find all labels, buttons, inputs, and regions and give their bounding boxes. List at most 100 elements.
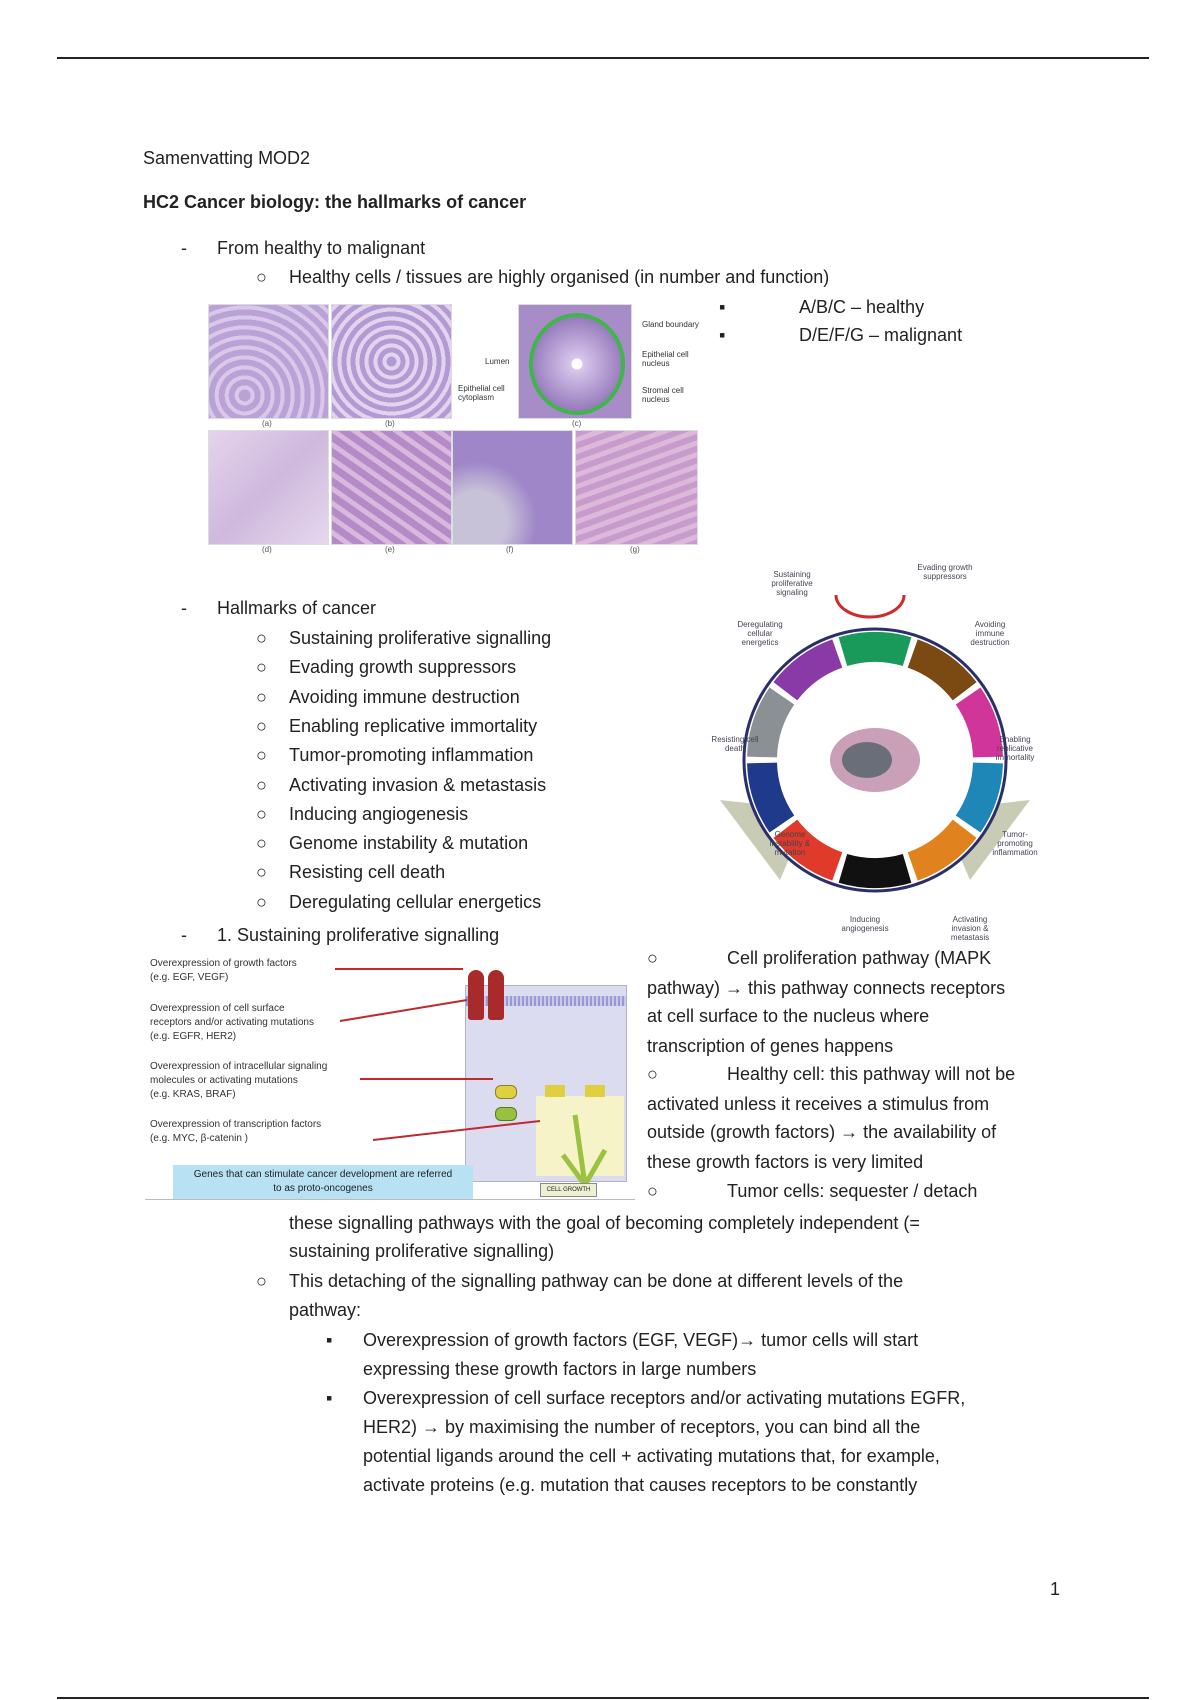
circle-bullet: ○ xyxy=(256,1271,267,1291)
histology-panel-a xyxy=(208,304,329,419)
histology-panel-e xyxy=(331,430,452,545)
caption-a: (a) xyxy=(262,419,272,428)
caption-d: (d) xyxy=(262,545,272,554)
wheel-label: Activating invasion & metastasis xyxy=(950,915,990,942)
hallmark-segment xyxy=(838,853,912,888)
hallmark-item: Inducing angiogenesis xyxy=(289,803,469,824)
square-bullet: ▪ xyxy=(719,325,726,345)
dash-bullet: - xyxy=(181,598,187,618)
overexpression-line: expressing these growth factors in large… xyxy=(363,1359,757,1379)
overexpression-line: Overexpression of cell surface receptors… xyxy=(363,1388,966,1408)
section-heading: HC2 Cancer biology: the hallmarks of can… xyxy=(143,192,527,212)
receptor-icon xyxy=(468,970,484,1020)
caption-g: (g) xyxy=(630,545,640,554)
histology-panel-f xyxy=(452,430,573,545)
bullet-healthy-to-malignant: From healthy to malignant xyxy=(217,238,426,258)
hallmark-item: Tumor-promoting inflammation xyxy=(289,745,534,766)
wheel-label: Evading growth suppressors xyxy=(917,563,973,581)
diagram-label: molecules or activating mutations xyxy=(150,1075,298,1086)
circle-bullet: ○ xyxy=(256,833,267,854)
pathway-note-line: at cell surface to the nucleus where xyxy=(647,1006,930,1026)
circle-bullet: ○ xyxy=(256,862,267,883)
receptor-icon xyxy=(488,970,504,1020)
hallmark-segment xyxy=(773,639,843,701)
diagram-label: Overexpression of cell surface xyxy=(150,1003,285,1014)
hallmark-segment xyxy=(955,762,1003,833)
hallmark-item: Evading growth suppressors xyxy=(289,657,517,678)
diagram-label: (e.g. EGFR, HER2) xyxy=(150,1031,237,1042)
label-gland-boundary: Gland boundary xyxy=(642,320,699,329)
dash-bullet: - xyxy=(181,925,187,945)
bullet-sustaining: 1. Sustaining proliferative signalling xyxy=(217,925,500,945)
continued-line: these signalling pathways with the goal … xyxy=(289,1213,920,1233)
header-rule xyxy=(57,57,1149,59)
square-bullet: ▪ xyxy=(326,1330,333,1350)
circle-bullet: ○ xyxy=(647,1064,658,1084)
sub-bullet-detaching-cont: pathway: xyxy=(289,1300,362,1320)
pathway-note-line: Healthy cell: this pathway will not be xyxy=(727,1064,1016,1084)
callout-line: Genes that can stimulate cancer developm… xyxy=(193,1169,453,1180)
circle-bullet: ○ xyxy=(256,628,267,648)
label-lumen: Lumen xyxy=(485,357,510,366)
label-epithelial-nucleus: Epithelial cell nucleus xyxy=(642,350,689,368)
wheel-label: Inducing angiogenesis xyxy=(841,915,889,933)
hallmark-segment xyxy=(747,762,795,833)
pathway-note-line: Tumor cells: sequester / detach xyxy=(727,1181,978,1201)
histology-panel-g xyxy=(575,430,698,545)
caption-b: (b) xyxy=(385,419,395,428)
pi3k-node xyxy=(545,1085,565,1097)
wheel-label: Genome instability & mutation xyxy=(769,830,811,857)
histology-panel-d xyxy=(208,430,329,545)
overexpression-line: HER2) → by maximising the number of rece… xyxy=(363,1417,921,1437)
caption-f: (f) xyxy=(506,545,514,554)
diagram-label: receptors and/or activating mutations xyxy=(150,1017,314,1028)
wheel-label: Tumor-promoting inflammation xyxy=(992,830,1038,857)
page-number: 1 xyxy=(1050,1579,1061,1599)
hallmark-segment xyxy=(838,632,912,667)
pathway-note-line: activated unless it receives a stimulus … xyxy=(647,1094,990,1114)
pathway-note-line: pathway) → this pathway connects recepto… xyxy=(647,978,1006,998)
hallmark-segment xyxy=(773,819,843,881)
diagram-label: Overexpression of intracellular signalin… xyxy=(150,1061,328,1072)
wheel-label: Avoiding immune destruction xyxy=(970,620,1010,647)
callout-line: to as proto-oncogenes xyxy=(273,1183,373,1194)
hallmarks-wheel-diagram xyxy=(720,595,1030,893)
document-title: Samenvatting MOD2 xyxy=(143,148,311,168)
circle-bullet: ○ xyxy=(256,774,267,795)
diagram-label: (e.g. EGF, VEGF) xyxy=(150,972,229,983)
cell-growth-box: CELL GROWTH xyxy=(540,1183,597,1197)
akt-node xyxy=(585,1085,605,1097)
square-bullet: ▪ xyxy=(326,1388,333,1408)
hallmark-item: Avoiding immune destruction xyxy=(289,686,520,707)
hallmark-item: Genome instability & mutation xyxy=(289,833,529,854)
highlight-circle xyxy=(834,595,906,619)
footer-rule xyxy=(57,1697,1149,1699)
tumor-core xyxy=(842,742,892,778)
circle-bullet: ○ xyxy=(256,803,267,824)
dash-bullet: - xyxy=(181,238,187,258)
label-stromal-nucleus: Stromal cell nucleus xyxy=(642,386,684,404)
wheel-label: Sustaining proliferative signaling xyxy=(771,570,813,597)
square-bullet: ▪ xyxy=(719,297,726,317)
hallmark-item: Sustaining proliferative signalling xyxy=(289,628,552,648)
mapk-node xyxy=(495,1107,517,1121)
membrane xyxy=(466,996,626,1006)
circle-bullet: ○ xyxy=(256,657,267,678)
histology-panel-b xyxy=(331,304,452,419)
histology-panel-c xyxy=(518,304,632,419)
pathway-note-line: these growth factors is very limited xyxy=(647,1152,924,1172)
caption-e: (e) xyxy=(385,545,395,554)
hallmark-item: Activating invasion & metastasis xyxy=(289,774,547,795)
circle-bullet: ○ xyxy=(256,267,267,287)
sub-bullet-organised: Healthy cells / tissues are highly organ… xyxy=(289,267,830,287)
pathway-note-line: transcription of genes happens xyxy=(647,1036,894,1056)
diagram-label: Overexpression of growth factors xyxy=(150,958,297,969)
wheel-label: Deregulating cellular energetics xyxy=(737,620,783,647)
label-epithelial-cytoplasm: Epithelial cell cytoplasm xyxy=(458,384,505,402)
diagram-label: (e.g. MYC, β-catenin ) xyxy=(150,1133,249,1144)
proliferation-pathway-diagram: Overexpression of growth factors (e.g. E… xyxy=(145,955,635,1200)
circle-bullet: ○ xyxy=(256,686,267,707)
pathway-note-line: outside (growth factors) → the availabil… xyxy=(647,1122,997,1142)
hallmark-segment xyxy=(907,819,977,881)
circle-bullet: ○ xyxy=(647,1181,658,1201)
